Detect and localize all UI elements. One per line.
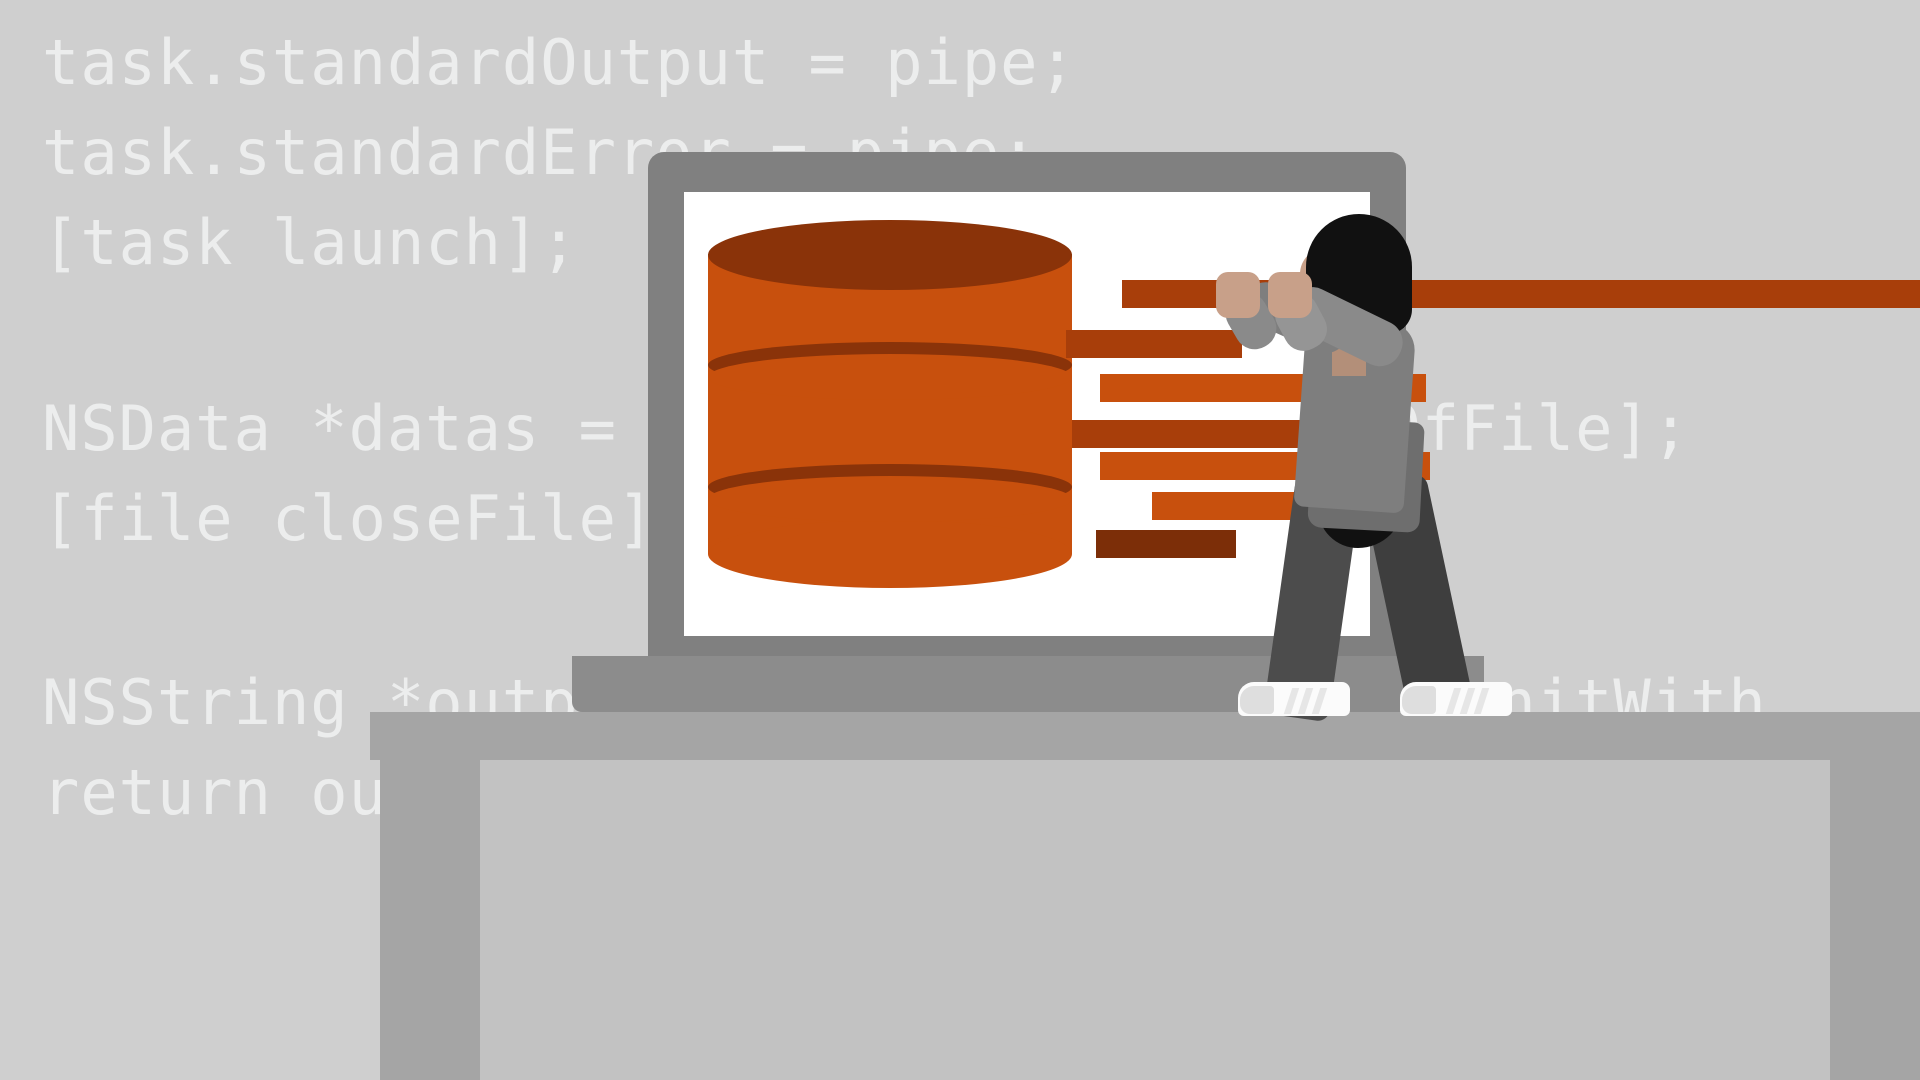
table-leg-right	[1830, 760, 1920, 1080]
data-bar	[1096, 530, 1236, 558]
screen-content	[684, 192, 1370, 636]
code-line: [file closeFile];	[42, 482, 694, 555]
database-bottom	[708, 520, 1072, 588]
person-hand-back	[1216, 272, 1260, 318]
person-hand-front	[1268, 272, 1312, 318]
database-segment	[708, 476, 1072, 522]
database-segment	[708, 354, 1072, 400]
data-bar	[1066, 330, 1242, 358]
shoe-stripe	[1459, 688, 1476, 714]
code-line: [task launch];	[42, 206, 579, 279]
table-top	[370, 712, 1920, 760]
database-cylinder-icon	[708, 220, 1072, 588]
code-line: task.standardOutput = pipe;	[42, 26, 1077, 99]
shoe-stripe	[1473, 688, 1490, 714]
shoe-stripe	[1445, 688, 1462, 714]
table-panel	[480, 760, 1830, 1080]
shoe-left	[1238, 682, 1350, 716]
shoe-stripe	[1311, 688, 1328, 714]
shoe-toe	[1402, 686, 1436, 714]
table-leg-left	[380, 760, 480, 1080]
data-bar-carried	[1402, 280, 1920, 308]
database-top-cap	[708, 220, 1072, 290]
shoe-toe	[1240, 686, 1274, 714]
shoe-stripe	[1297, 688, 1314, 714]
shoe-right	[1400, 682, 1512, 716]
shoe-stripe	[1283, 688, 1300, 714]
